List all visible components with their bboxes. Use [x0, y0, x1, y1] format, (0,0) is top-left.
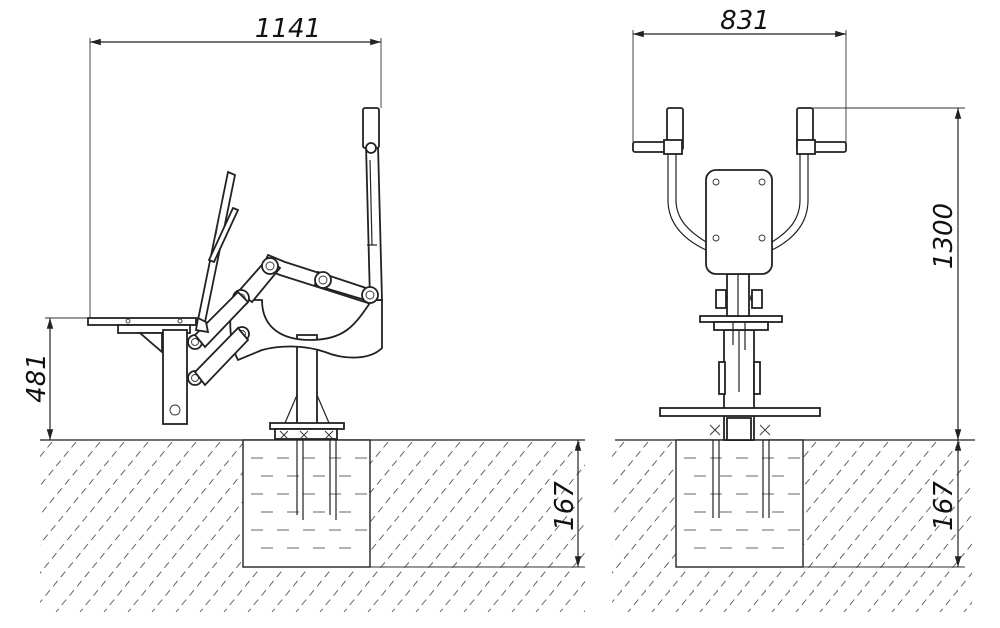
side-view: 1141 481 167 — [22, 14, 585, 612]
front-back-pad — [705, 169, 773, 275]
dim-seat-height: 481 — [22, 317, 88, 440]
side-lower-arm — [193, 290, 250, 387]
dim-side-width-label: 1141 — [255, 14, 321, 44]
side-back-post — [362, 107, 383, 301]
side-post — [269, 334, 345, 440]
dim-seat-height-label: 481 — [22, 353, 52, 403]
dim-side-depth: 167 — [370, 440, 585, 568]
dim-side-depth-label: 167 — [550, 481, 580, 531]
side-seat-back — [194, 170, 240, 334]
dim-front-width-label: 831 — [720, 6, 770, 36]
front-handles — [632, 107, 847, 155]
front-bracket — [715, 273, 763, 317]
side-foundation — [242, 439, 371, 568]
dim-front-width: 831 — [632, 6, 847, 142]
dim-front-depth: 167 — [803, 440, 965, 568]
dim-front-depth-label: 167 — [929, 481, 959, 531]
dim-front-height: 1300 — [813, 107, 965, 440]
side-frame-body — [229, 299, 383, 362]
dim-side-width: 1141 — [89, 14, 382, 318]
front-foundation — [675, 439, 804, 568]
front-post — [659, 329, 821, 441]
side-seat — [87, 317, 197, 425]
front-arms — [667, 150, 809, 251]
dim-front-height-label: 1300 — [929, 203, 959, 269]
side-linkage — [236, 253, 374, 305]
front-view: 831 1300 167 — [612, 6, 975, 612]
